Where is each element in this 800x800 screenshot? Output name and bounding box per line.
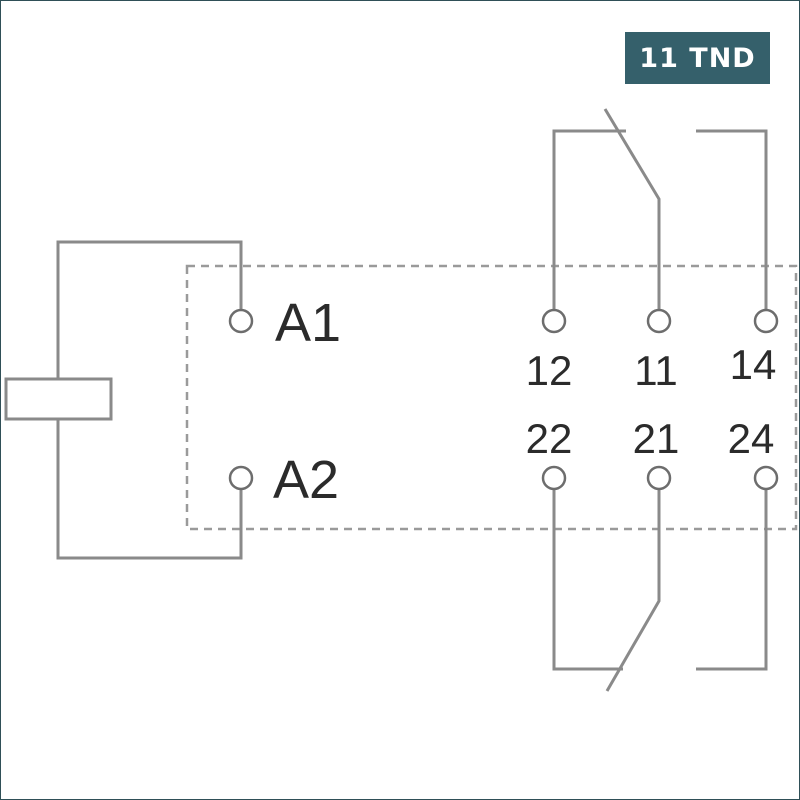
contact-1	[552, 108, 768, 309]
contact-2	[552, 490, 768, 692]
terminal-24	[753, 465, 779, 491]
model-badge: 11 TND	[625, 32, 770, 84]
coil-symbol	[4, 377, 113, 421]
coil-circuit	[4, 240, 243, 560]
label-24: 24	[728, 415, 775, 462]
label-a1: A1	[275, 293, 341, 353]
terminals	[228, 308, 779, 491]
label-21: 21	[633, 415, 680, 462]
label-11: 11	[634, 347, 678, 394]
terminal-11	[646, 308, 672, 334]
label-22: 22	[526, 415, 573, 462]
terminal-12	[541, 308, 567, 334]
label-12: 12	[526, 347, 573, 394]
terminal-21	[646, 465, 672, 491]
terminal-14	[753, 308, 779, 334]
terminal-a1	[228, 308, 254, 334]
relay-housing-dashed	[185, 264, 798, 531]
label-a2: A2	[273, 450, 339, 510]
label-14: 14	[730, 341, 777, 388]
terminal-a2	[228, 465, 254, 491]
terminal-22	[541, 465, 567, 491]
